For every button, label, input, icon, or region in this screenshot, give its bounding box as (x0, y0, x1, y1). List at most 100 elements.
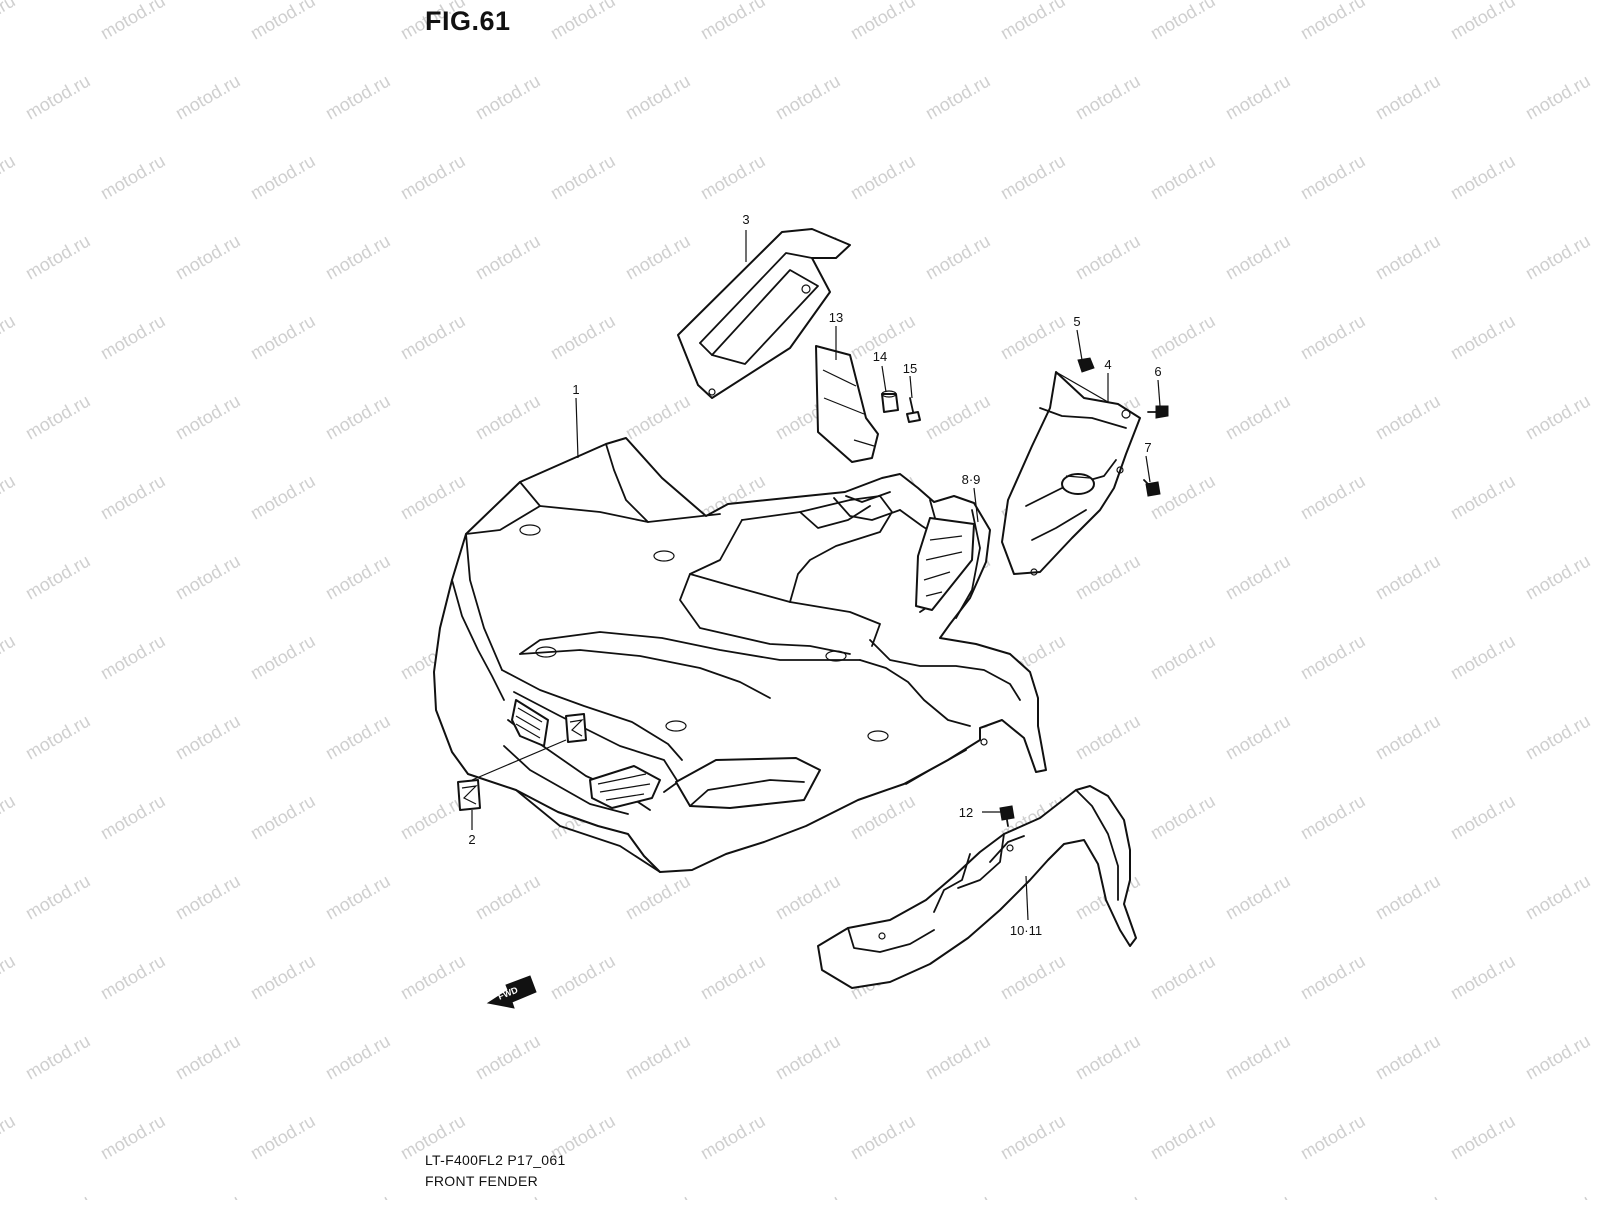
watermark-text: motod.ru (397, 471, 469, 524)
watermark-text: motod.ru (997, 0, 1069, 43)
watermark-text: motod.ru (1072, 1191, 1144, 1200)
watermark-text: motod.ru (1147, 951, 1219, 1004)
watermark-text: motod.ru (22, 71, 94, 124)
watermark-text: motod.ru (1372, 711, 1444, 764)
watermark-text: motod.ru (847, 1111, 919, 1164)
watermark-text: motod.ru (622, 1191, 694, 1200)
figure-title: FIG.61 (425, 6, 511, 36)
watermark-text: motod.ru (472, 231, 544, 284)
watermark-text: motod.ru (247, 631, 319, 684)
watermark-text: motod.ru (247, 311, 319, 364)
callout-13: 13 (829, 310, 843, 325)
watermark-text: motod.ru (1222, 551, 1294, 604)
watermark-text: motod.ru (1222, 231, 1294, 284)
watermark-text: motod.ru (1522, 1191, 1594, 1200)
watermark-text: motod.ru (1222, 1191, 1294, 1200)
watermark-text: motod.ru (1372, 71, 1444, 124)
watermark-text: motod.ru (1522, 71, 1594, 124)
callout-3: 3 (742, 212, 749, 227)
part-5-nut (1077, 357, 1095, 373)
part-13-protector (815, 345, 879, 463)
watermark-text: motod.ru (1222, 71, 1294, 124)
watermark-text: motod.ru (97, 151, 169, 204)
watermark-text: motod.ru (472, 391, 544, 444)
watermark-text: motod.ru (1147, 151, 1219, 204)
callout-10-11: 10·11 (1010, 923, 1042, 938)
watermark-text: motod.ru (172, 391, 244, 444)
figure-name: FRONT FENDER (425, 1173, 539, 1189)
watermark-text: motod.ru (247, 1111, 319, 1164)
watermark-text: motod.ru (1297, 311, 1369, 364)
watermark-text: motod.ru (922, 391, 994, 444)
watermark-text: motod.ru (22, 1191, 94, 1200)
figure-code: LT-F400FL2 P17_061 (425, 1152, 566, 1168)
watermark-text: motod.ru (472, 1031, 544, 1084)
callout-2: 2 (468, 832, 475, 847)
watermark-text: motod.ru (622, 231, 694, 284)
watermark-text: motod.ru (622, 1031, 694, 1084)
watermark-text: motod.ru (472, 1191, 544, 1200)
watermark-text: motod.ru (322, 1191, 394, 1200)
watermark-text: motod.ru (1297, 471, 1369, 524)
watermark-text: motod.ru (97, 311, 169, 364)
callout-1: 1 (572, 382, 579, 397)
watermark-text: motod.ru (22, 711, 94, 764)
watermark-text: motod.ru (1372, 871, 1444, 924)
watermark-text: motod.ru (547, 951, 619, 1004)
watermark-text: motod.ru (697, 151, 769, 204)
watermark-text: motod.ru (1447, 951, 1519, 1004)
part-7-bolt (1143, 479, 1161, 497)
callout-4: 4 (1104, 357, 1111, 372)
watermark-text: motod.ru (1372, 391, 1444, 444)
watermark-text: motod.ru (1447, 311, 1519, 364)
watermark-text: motod.ru (1147, 631, 1219, 684)
watermark-text: motod.ru (1522, 231, 1594, 284)
watermark-text: motod.ru (322, 551, 394, 604)
watermark-text: motod.ru (172, 1031, 244, 1084)
watermark-text: motod.ru (1222, 391, 1294, 444)
watermark-text: motod.ru (322, 71, 394, 124)
watermark-text: motod.ru (472, 71, 544, 124)
part-15-bolt (906, 397, 921, 423)
watermark-text: motod.ru (622, 391, 694, 444)
watermark-text: motod.ru (697, 0, 769, 43)
watermark-text: motod.ru (922, 71, 994, 124)
watermark-text: motod.ru (1522, 551, 1594, 604)
watermark-text: motod.ru (622, 871, 694, 924)
watermark-text: motod.ru (697, 951, 769, 1004)
watermark-text: motod.ru (997, 1111, 1069, 1164)
watermark-text: motod.ru (772, 1031, 844, 1084)
watermark-text: motod.ru (97, 1111, 169, 1164)
watermark-text: motod.ru (0, 951, 19, 1004)
callout-14: 14 (873, 349, 887, 364)
watermark-text: motod.ru (97, 951, 169, 1004)
watermark-text: motod.ru (547, 0, 619, 43)
watermark-text: motod.ru (1072, 551, 1144, 604)
watermark-text: motod.ru (1447, 0, 1519, 43)
watermark-text: motod.ru (847, 151, 919, 204)
leader-lines (471, 230, 1161, 921)
watermark-text: motod.ru (172, 711, 244, 764)
watermark-text: motod.ru (172, 871, 244, 924)
part-2-emblem (457, 713, 587, 811)
watermark-text: motod.ru (1447, 1111, 1519, 1164)
part-1-front-fender (433, 437, 1047, 873)
watermark-text: motod.ru (0, 471, 19, 524)
watermark-text: motod.ru (247, 791, 319, 844)
watermark-text: motod.ru (1522, 391, 1594, 444)
callout-6: 6 (1154, 364, 1161, 379)
watermark-text: motod.ru (1147, 471, 1219, 524)
watermark-text: motod.ru (0, 0, 19, 43)
watermark-text: motod.ru (0, 631, 19, 684)
watermark-text: motod.ru (172, 1191, 244, 1200)
watermark-text: motod.ru (397, 791, 469, 844)
watermark-text: motod.ru (547, 311, 619, 364)
watermark-text: motod.ru (1072, 231, 1144, 284)
part-14-grommet (881, 390, 899, 413)
watermark-text: motod.ru (472, 871, 544, 924)
watermark-text: motod.ru (1522, 871, 1594, 924)
watermark-text: motod.ru (1147, 791, 1219, 844)
watermark-text: motod.ru (1447, 471, 1519, 524)
watermark-text: motod.ru (1297, 791, 1369, 844)
watermark-text: motod.ru (1297, 631, 1369, 684)
